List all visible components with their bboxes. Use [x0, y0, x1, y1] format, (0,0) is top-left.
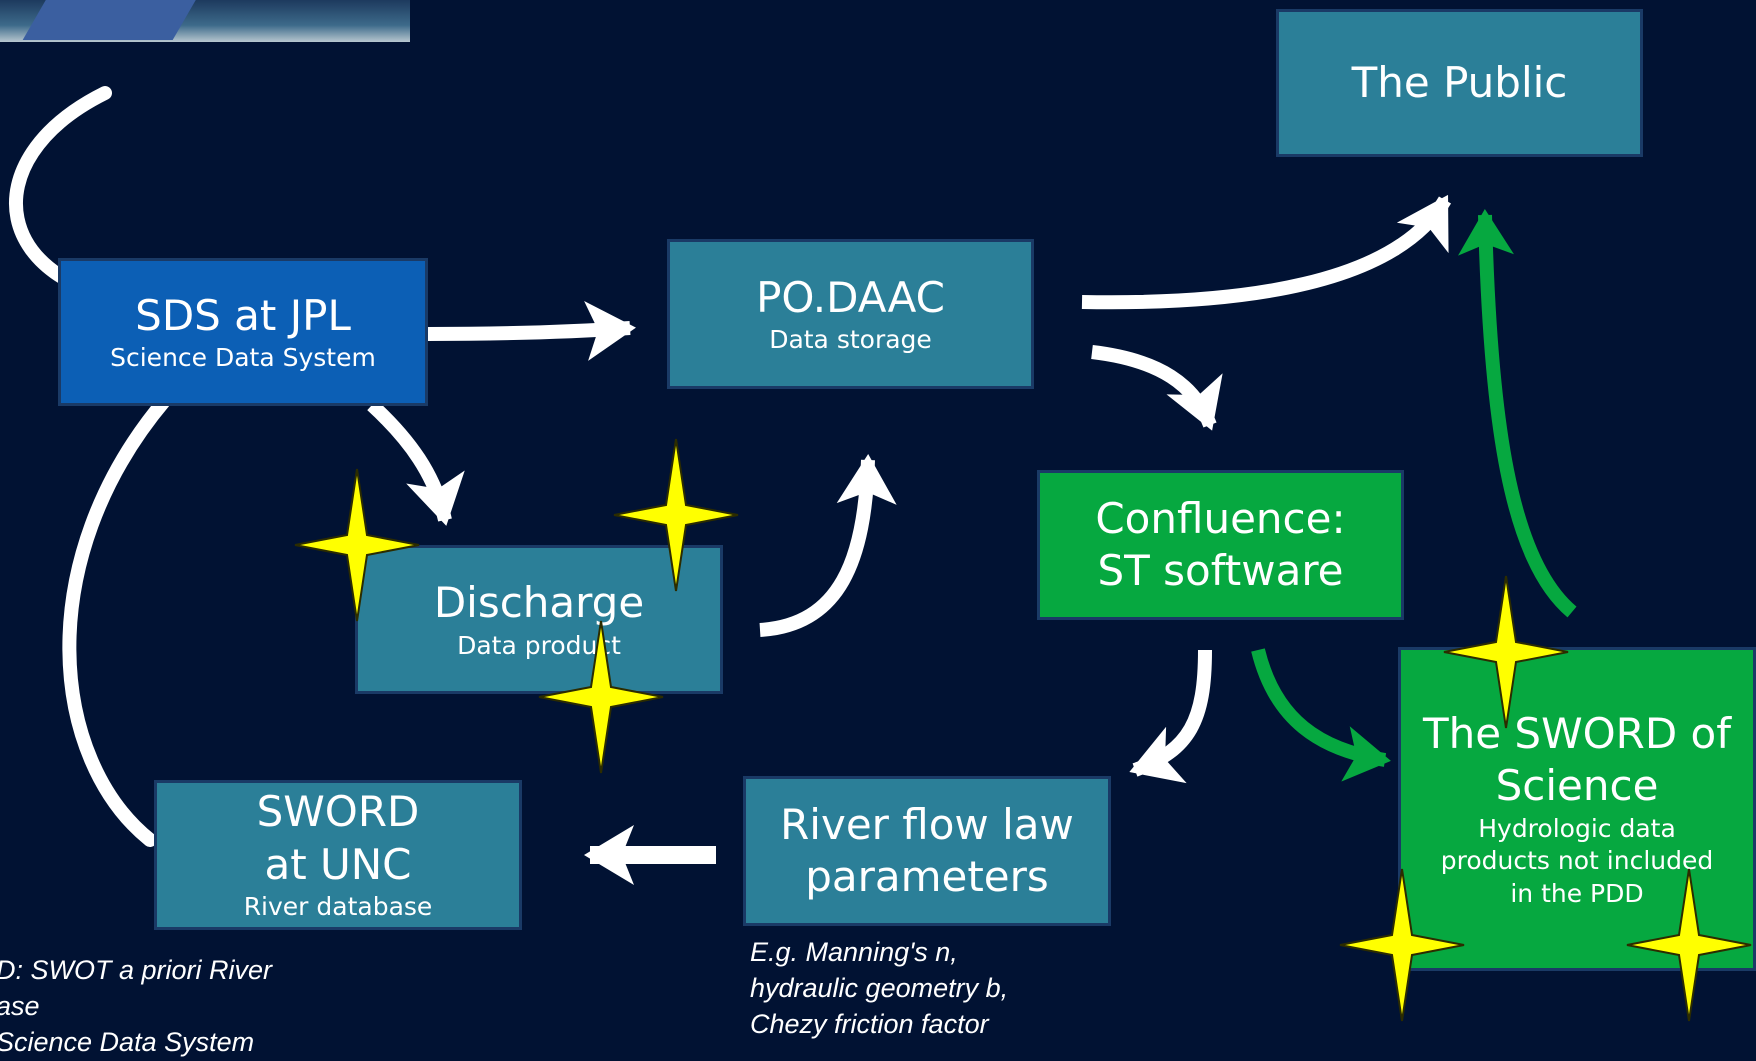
box-confluence: Confluence: ST software [1037, 470, 1404, 620]
box-title-line1: The SWORD of [1422, 708, 1732, 758]
box-title-line1: Confluence: [1095, 493, 1346, 543]
arrow-discharge-to-podaac [759, 454, 897, 637]
star-icon [1443, 575, 1569, 729]
arrow-sword-science-to-public [1457, 209, 1577, 618]
box-title-line2: parameters [805, 852, 1049, 901]
box-podaac: PO.DAAC Data storage [667, 239, 1034, 389]
box-subtitle-line2: products not included [1440, 846, 1714, 876]
star-icon [613, 438, 739, 592]
note-parameters: E.g. Manning's n, hydraulic geometry b, … [750, 935, 1008, 1043]
arrow-confluence-to-riverflow [1129, 649, 1212, 784]
star-icon [538, 620, 664, 774]
arrow-sds-to-discharge [367, 399, 465, 526]
box-title: PO.DAAC [756, 272, 945, 322]
star-icon [1626, 868, 1752, 1022]
box-title: SDS at JPL [135, 290, 351, 340]
box-title: The Public [1351, 57, 1568, 107]
box-the-public: The Public [1276, 9, 1643, 157]
note-line: hydraulic geometry b, [750, 972, 1009, 1003]
arrow-sds-to-podaac [427, 300, 636, 361]
note-line: D: SWOT a priori River [0, 955, 273, 985]
arrow-sword-to-sds [62, 393, 172, 847]
box-subtitle: Data product [457, 630, 621, 660]
box-river-flow-law: River flow law parameters [743, 776, 1111, 926]
box-title-line2: ST software [1097, 546, 1344, 595]
satellite-image [0, 0, 410, 42]
box-sds-at-jpl: SDS at JPL Science Data System [58, 258, 428, 406]
box-subtitle-line1: Hydrologic data [1478, 813, 1676, 843]
box-sword-unc: SWORD at UNC River database [154, 780, 522, 930]
box-subtitle-line3: in the PDD [1510, 878, 1644, 908]
star-icon [1339, 868, 1465, 1022]
note-line: ase [0, 990, 40, 1021]
box-subtitle: Data storage [769, 325, 932, 354]
box-title-line2: at UNC [264, 839, 412, 889]
note-line: E.g. Manning's n, [750, 937, 958, 967]
box-title-line2: Science [1495, 761, 1659, 811]
note-line: Chezy friction factor [750, 1008, 989, 1039]
box-title: Discharge [433, 578, 645, 627]
star-icon [294, 468, 420, 622]
box-title-line1: SWORD [256, 787, 420, 837]
box-subtitle: River database [243, 892, 433, 922]
arrow-confluence-to-sword-science [1251, 648, 1391, 782]
arrow-podaac-to-confluence [1091, 345, 1223, 431]
box-subtitle: Science Data System [110, 343, 376, 372]
box-title-line1: River flow law [780, 799, 1074, 849]
arrow-podaac-to-public [1081, 194, 1452, 310]
